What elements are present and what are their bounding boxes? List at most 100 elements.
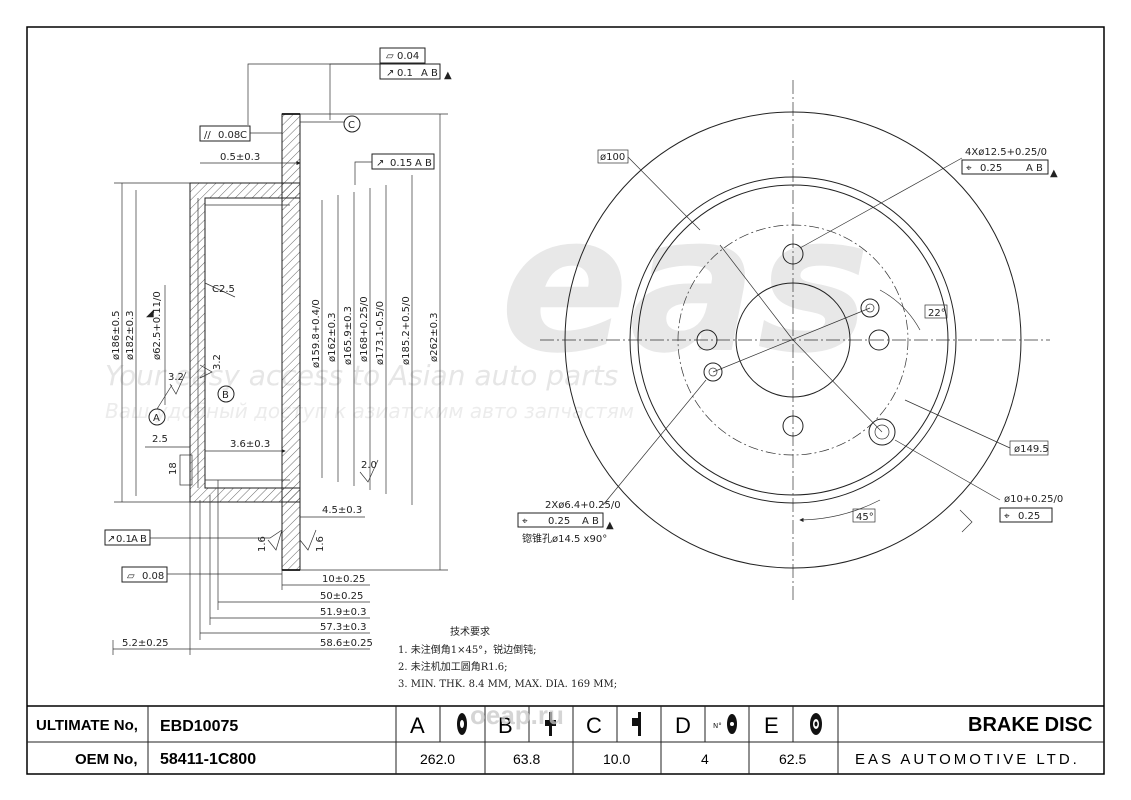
diam-185-2: ø185.2+0.5/0 [401, 296, 412, 365]
dim-3-6: 3.6±0.3 [230, 439, 270, 450]
hub-outer-edge [637, 184, 949, 496]
disc-diameter-icon [457, 713, 467, 735]
note-2: 2. 未注机加工圆角R1.6; [398, 660, 508, 673]
flatness-frame-bottom [121, 566, 168, 583]
oem-label: OEM No, [75, 751, 138, 768]
runout-frame-mid [371, 153, 435, 170]
svg-text:▱: ▱ [127, 571, 135, 582]
section-view: ▱ 0.04 ↗ 0.1 A B ▲ // 0.08 C C 0.5±0.3 ↗… [104, 47, 452, 655]
angle-22-label: 22° [928, 308, 946, 319]
ultimate-code: EBD10075 [160, 718, 238, 735]
ultimate-label: ULTIMATE No, [36, 717, 138, 734]
bolt-count-icon: N° [713, 714, 737, 734]
diam-173-1: ø173.1-0.5/0 [375, 301, 386, 365]
param-a-value: 262.0 [420, 751, 455, 767]
watermark-logo: eas [500, 174, 870, 395]
svg-text:A: A [131, 534, 138, 545]
parallel-value: 0.08 [218, 130, 240, 141]
len-57-3: 57.3±0.3 [320, 622, 367, 633]
roughness-e: 1.6 [315, 536, 326, 552]
wheel-bolt-hole-bottom [782, 415, 804, 437]
locating-hole-2 [703, 362, 723, 382]
svg-text:B: B [431, 68, 438, 79]
bolt-position-frame [961, 159, 1049, 175]
svg-text:A: A [1026, 163, 1033, 174]
offset-top-dim: 0.5±0.3 [220, 152, 260, 163]
svg-text:↗: ↗ [376, 158, 384, 169]
svg-text:▱: ▱ [386, 51, 394, 62]
notes-title: 技术要求 [450, 625, 490, 638]
svg-text:A: A [582, 516, 589, 527]
runout-top-value: 0.1 [397, 68, 413, 79]
technical-notes: 技术要求 1. 未注倒角1×45°，锐边倒钝; 2. 未注机加工圆角R1.6; … [398, 625, 617, 690]
roughness-b: 3.2 [212, 354, 223, 370]
svg-text:A: A [421, 68, 428, 79]
company-name: EAS AUTOMOTIVE LTD. [855, 751, 1080, 768]
svg-text:◢: ◢ [146, 308, 154, 319]
svg-text:A: A [153, 413, 160, 424]
hole-10-position-frame [999, 507, 1053, 523]
len-50: 50±0.25 [320, 591, 363, 602]
param-c-value: 10.0 [603, 751, 630, 767]
angle-45-label: 45° [856, 512, 874, 523]
front-view: ø100 4Xø12.5+0.25/0 ⌖ 0.25 A B ▲ 22° ø14… [517, 80, 1063, 600]
svg-text:↗: ↗ [386, 68, 394, 79]
svg-text:⌖: ⌖ [522, 516, 528, 527]
disc-thickness-icon [632, 712, 641, 736]
flatness-frame-top [379, 47, 426, 64]
chamfer-label: C2.5 [212, 284, 235, 295]
diameter-dimensions: ø186±0.5 ø182±0.3 ø62.5+0.11/0 ø159.8+0.… [111, 113, 448, 571]
pcd-149-5-label: ø149.5 [1014, 444, 1049, 455]
svg-text:▲: ▲ [606, 520, 614, 531]
datum-b-bubble [217, 385, 235, 403]
len-10: 10±0.25 [322, 574, 365, 585]
wheel-bolt-hole-right [868, 329, 890, 351]
note-1: 1. 未注倒角1×45°，锐边倒钝; [398, 643, 537, 656]
length-dimensions: 10±0.25 50±0.25 51.9±0.3 57.3±0.3 58.6±0… [112, 480, 373, 655]
svg-text:B: B [222, 390, 229, 401]
dim-18: 18 [168, 462, 179, 475]
hole-10-callout: ø10+0.25/0 [1004, 494, 1063, 505]
bolt-holes-callout: 4Xø12.5+0.25/0 [965, 147, 1047, 158]
diam-168: ø168+0.25/0 [359, 296, 370, 362]
svg-text:▲: ▲ [1050, 168, 1058, 179]
param-c-letter: C [586, 713, 602, 738]
runout-frame-bottom [104, 529, 151, 546]
svg-text:⌖: ⌖ [1004, 511, 1010, 522]
locating-hole-1 [860, 298, 880, 318]
title-block: ULTIMATE No, EBD10075 OEM No, 58411-1C80… [27, 700, 1104, 774]
roughness-d: 1.6 [257, 536, 268, 552]
svg-text:N°: N° [713, 722, 722, 730]
hole-10-position-value: 0.25 [1018, 511, 1040, 522]
drawing-frame [26, 26, 1105, 775]
flatness-top-value: 0.04 [397, 51, 419, 62]
step-2-5: 2.5 [152, 434, 168, 445]
runout-mid-value: 0.15 [390, 158, 412, 169]
site-badge: oeap.ru [470, 700, 564, 730]
len-58-6: 58.6±0.25 [320, 638, 373, 649]
wheel-bolt-hole-top [782, 243, 804, 265]
svg-text:C: C [240, 130, 247, 141]
diam-262: ø262±0.3 [429, 313, 440, 363]
len-51-9: 51.9±0.3 [320, 607, 367, 618]
pcd-label: ø100 [600, 152, 625, 163]
small-holes-position-value: 0.25 [548, 516, 570, 527]
svg-text:⌖: ⌖ [966, 163, 972, 174]
friction-inner-edge [629, 176, 957, 504]
oem-code: 58411-1C800 [160, 751, 256, 768]
diam-159-8: ø159.8+0.4/0 [311, 299, 322, 368]
dim-4-5: 4.5±0.3 [322, 505, 362, 516]
param-d-letter: D [675, 713, 691, 738]
svg-text:A: A [415, 158, 422, 169]
svg-text:oeap.ru: oeap.ru [470, 700, 564, 730]
center-bore-icon [810, 713, 822, 735]
flatness-bottom-value: 0.08 [142, 571, 164, 582]
runout-frame-top [379, 63, 441, 80]
svg-text:▲: ▲ [444, 70, 452, 81]
svg-text:B: B [592, 516, 599, 527]
bolt-seat [179, 454, 193, 486]
roughness-c: 2.0 [361, 460, 377, 471]
svg-text:B: B [425, 158, 432, 169]
diam-186: ø186±0.5 [111, 311, 122, 361]
